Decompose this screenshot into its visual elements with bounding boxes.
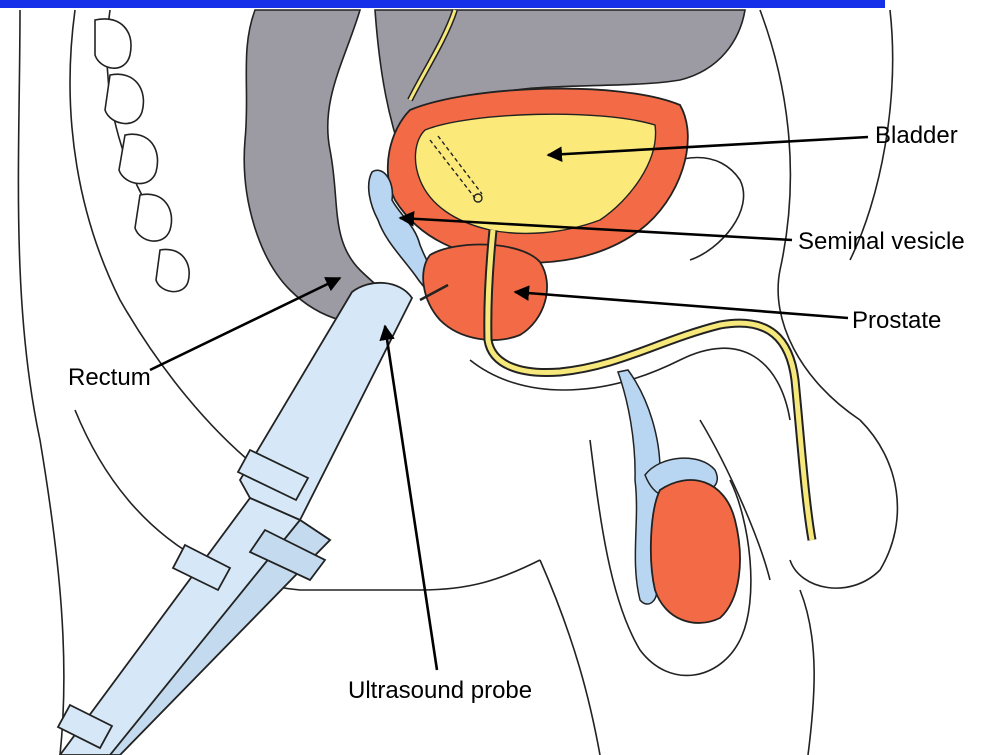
label-ultrasound-probe: Ultrasound probe xyxy=(348,677,532,704)
label-bladder: Bladder xyxy=(875,122,958,149)
label-prostate: Prostate xyxy=(852,307,941,334)
arrow-prostate xyxy=(515,292,848,318)
label-rectum: Rectum xyxy=(68,364,151,391)
rectum-tissue xyxy=(244,10,392,324)
arrow-ultrasound-probe xyxy=(385,326,437,670)
label-seminal-vesicle: Seminal vesicle xyxy=(798,228,965,255)
sacrum-vertebrae xyxy=(95,19,189,292)
testis xyxy=(651,480,740,623)
